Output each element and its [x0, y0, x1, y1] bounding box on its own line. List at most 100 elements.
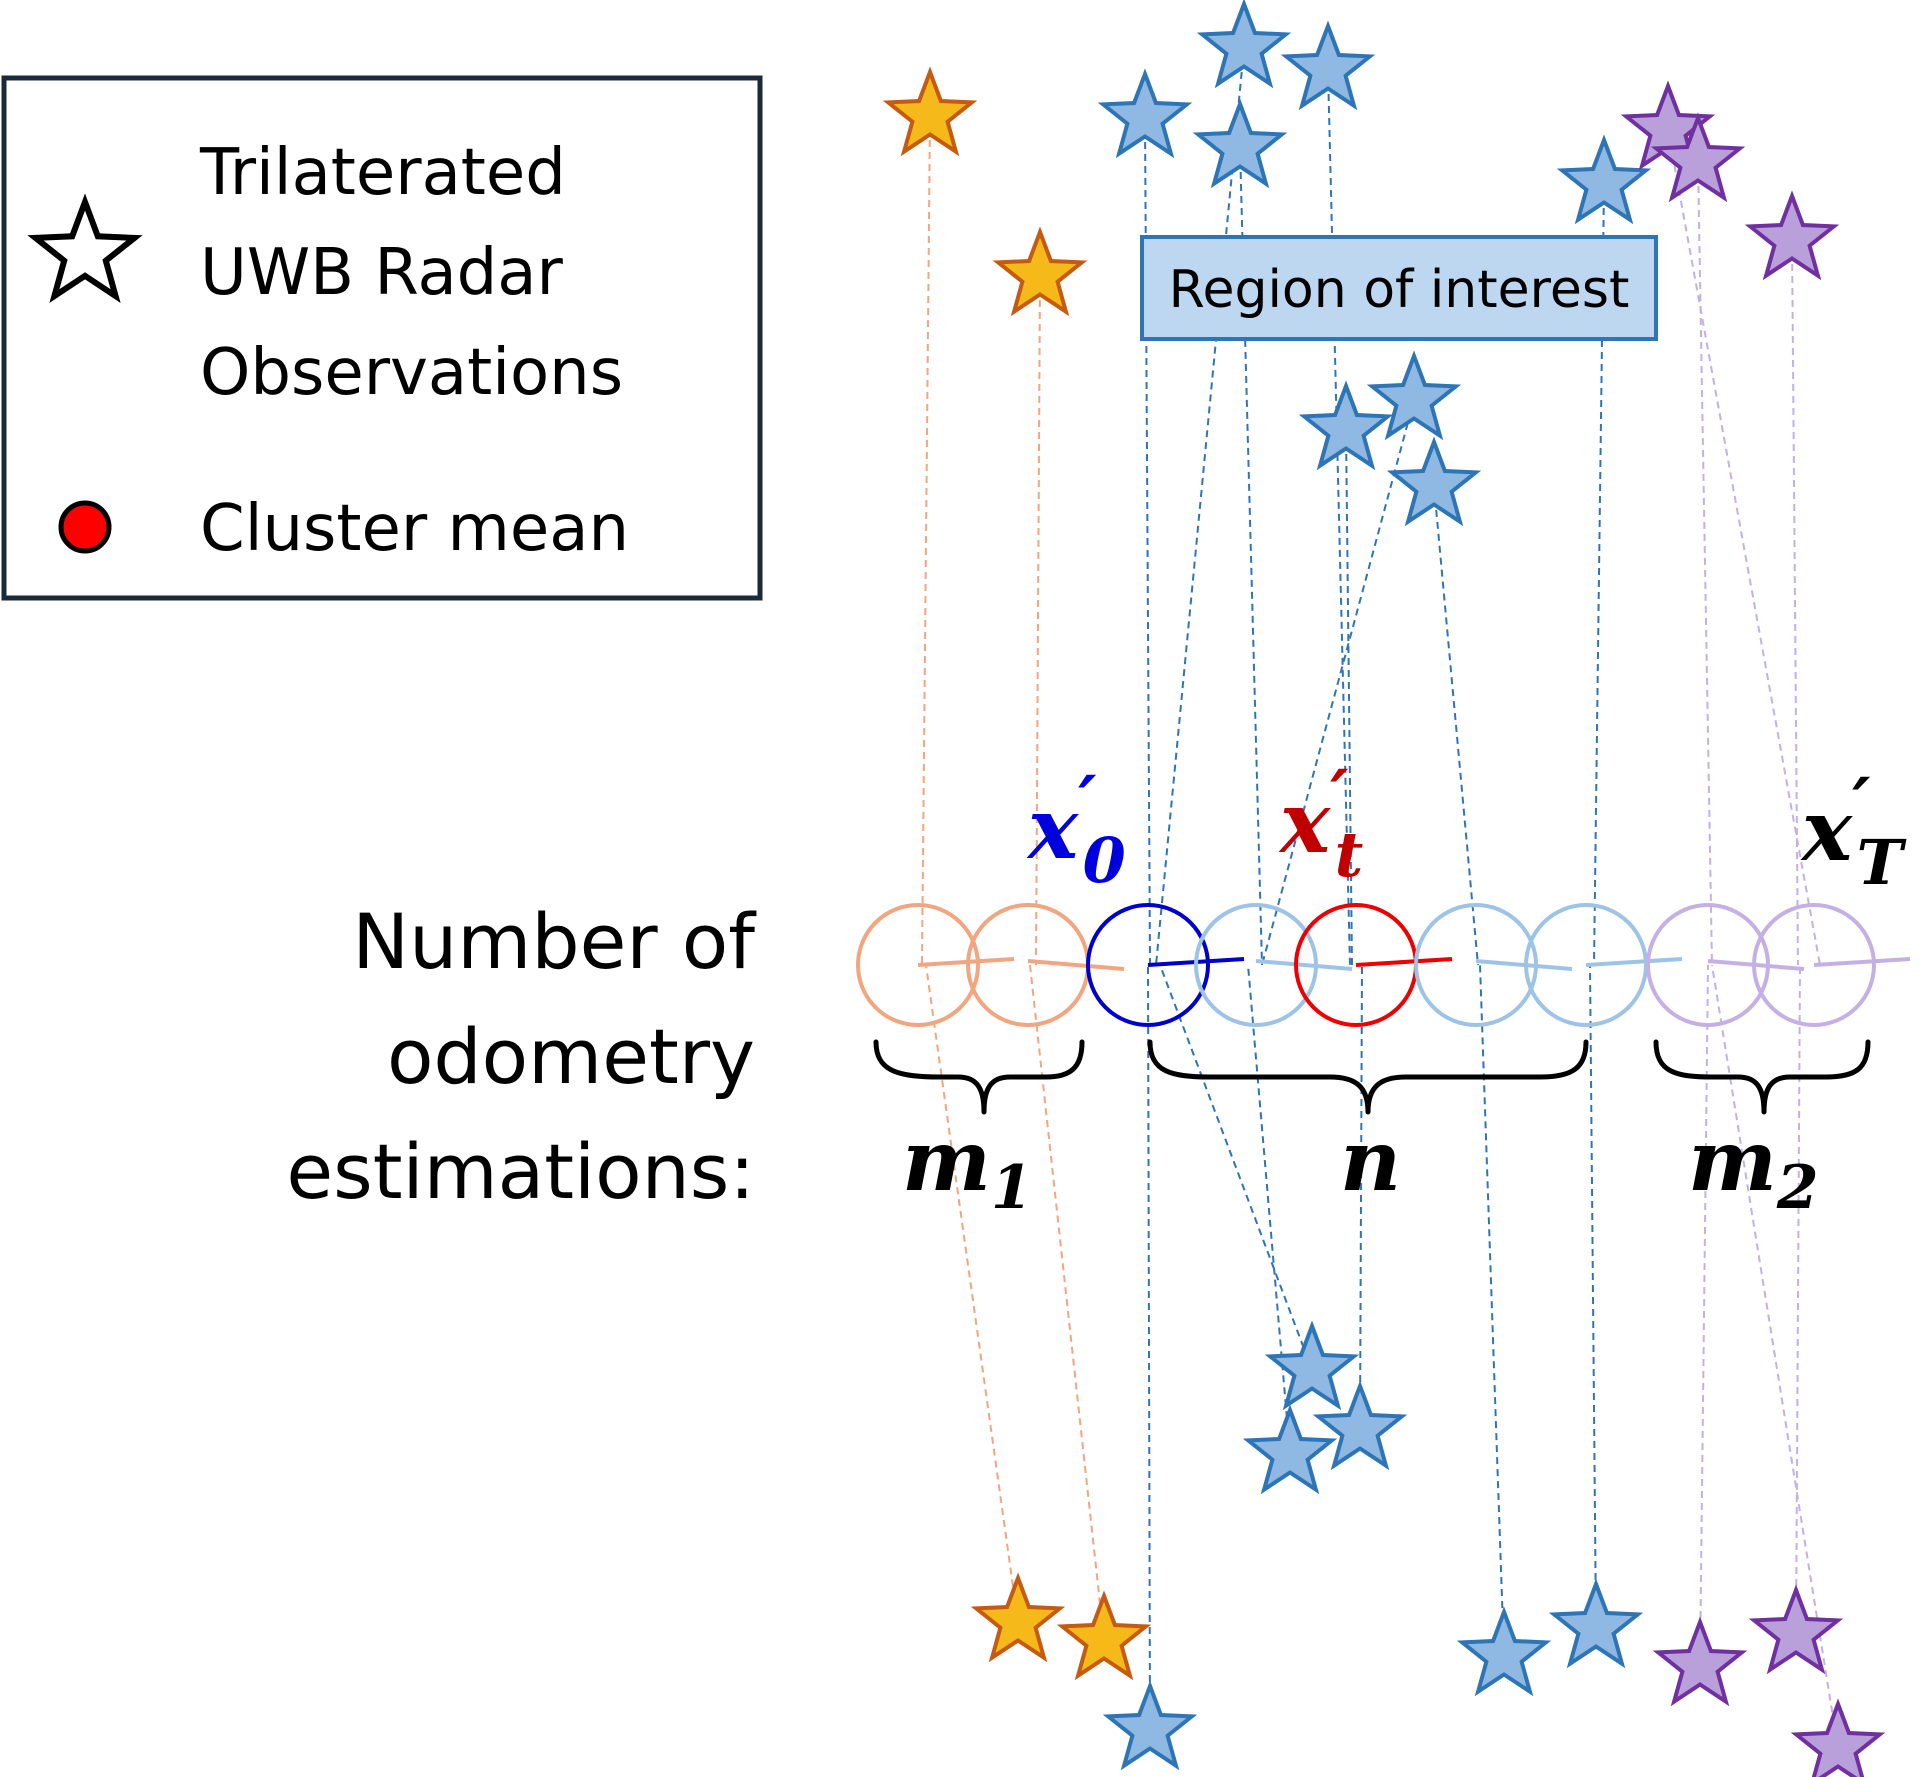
brace-label-n: n — [1340, 1111, 1401, 1210]
legend: Trilaterated UWB Radar Observations Clus… — [1, 75, 763, 601]
association-line-orange-2 — [1035, 275, 1041, 966]
star-purple-23 — [1748, 1584, 1844, 1675]
association-lines — [921, 47, 1839, 1749]
brace-m1 — [873, 1039, 1085, 1115]
association-line-orange-4 — [1029, 964, 1105, 1641]
row-title-line-3: estimations: — [286, 1127, 755, 1216]
pose-blue-2 — [1414, 903, 1573, 1027]
row-title: Number of odometry estimations: — [286, 897, 757, 1216]
association-line-purple-20 — [1697, 161, 1713, 966]
pose-orange-1-heading — [917, 957, 1015, 967]
pose-label-x0-sub: 0 — [1083, 824, 1126, 897]
pose-orange-1-circle — [856, 903, 980, 1027]
braces — [873, 1039, 1871, 1115]
legend-frame — [1, 75, 763, 601]
star-blue-7 — [1192, 98, 1288, 189]
pose-label-x0: x′0 — [1026, 760, 1126, 897]
pose-purple-2-circle — [1752, 903, 1876, 1027]
pose-label-xT: x′T — [1800, 762, 1907, 899]
association-line-orange-3 — [925, 964, 1019, 1623]
star-orange-2 — [992, 226, 1088, 317]
star-blue-17 — [1456, 1606, 1552, 1697]
pose-orange-2-heading — [1027, 959, 1125, 971]
association-line-blue-5 — [1144, 117, 1151, 966]
star-blue-13 — [1264, 1320, 1360, 1411]
legend-star-label-line-3: Observations — [200, 336, 623, 410]
association-line-blue-11 — [1261, 399, 1415, 966]
star-blue-18 — [1548, 1578, 1644, 1669]
red-dot-icon — [58, 500, 112, 554]
association-line-blue-8 — [1327, 69, 1351, 966]
legend-mean-label: Cluster mean — [200, 492, 629, 566]
brace-label-m2-base: m — [1688, 1111, 1777, 1210]
star-blue-15 — [1312, 1380, 1408, 1471]
association-line-blue-14 — [1247, 964, 1291, 1455]
brace-label-m1-sub: 1 — [991, 1153, 1033, 1223]
pose-purple-2 — [1752, 903, 1911, 1027]
pose-purple-2-heading — [1813, 957, 1911, 967]
association-line-blue-15 — [1359, 964, 1363, 1431]
pose-x0-circle — [1086, 903, 1210, 1027]
star-purple-20 — [1650, 112, 1746, 203]
region-of-interest-box — [1140, 235, 1658, 341]
pose-label-x0-base: x — [1026, 779, 1079, 878]
association-line-purple-23 — [1795, 964, 1801, 1635]
legend-star-label-line-1: Trilaterated — [199, 136, 566, 210]
star-blue-6 — [1196, 0, 1292, 89]
association-line-blue-9 — [1593, 183, 1605, 966]
pose-blue-1 — [1194, 903, 1353, 1027]
brace-label-m2: m2 — [1688, 1111, 1819, 1223]
pose-purple-1 — [1646, 903, 1805, 1027]
association-line-blue-10 — [1345, 429, 1353, 966]
star-blue-10 — [1298, 380, 1394, 471]
association-line-blue-6 — [1155, 47, 1245, 966]
pose-label-xt-prime: ′ — [1330, 754, 1349, 837]
odometry-poses — [856, 903, 1911, 1027]
pose-label-xt: x′t — [1278, 754, 1364, 891]
pose-label-xT-prime: ′ — [1852, 762, 1871, 845]
star-blue-11 — [1366, 350, 1462, 441]
brace-m2 — [1653, 1039, 1871, 1115]
pose-label-xt-sub: t — [1335, 818, 1364, 891]
row-title-line-2: odometry — [387, 1012, 755, 1101]
star-purple-21 — [1744, 190, 1840, 281]
brace-label-m2-sub: 2 — [1776, 1153, 1819, 1223]
brace-label-m1-base: m — [902, 1111, 991, 1210]
association-line-blue-13 — [1159, 964, 1313, 1371]
star-outline-icon — [27, 193, 143, 304]
row-title-line-1: Number of — [352, 897, 757, 986]
pose-blue-3 — [1524, 903, 1683, 1027]
pose-label-xT-sub: T — [1857, 826, 1907, 899]
star-blue-12 — [1386, 436, 1482, 527]
uwb-observations — [882, 0, 1886, 1777]
pose-blue-3-heading — [1585, 957, 1683, 967]
region-of-interest-label: Region of interest — [1169, 260, 1630, 320]
star-orange-1 — [882, 66, 978, 157]
association-line-blue-17 — [1479, 964, 1505, 1657]
region-of-interest: Region of interest — [1140, 235, 1658, 341]
pose-label-x0-prime: ′ — [1078, 760, 1097, 843]
association-line-purple-22 — [1699, 964, 1709, 1667]
pose-orange-1 — [856, 903, 1015, 1027]
star-blue-5 — [1097, 68, 1193, 159]
association-line-blue-18 — [1589, 964, 1597, 1629]
star-blue-9 — [1556, 134, 1652, 225]
pose-label-xt-base: x — [1278, 773, 1331, 872]
star-orange-3 — [970, 1572, 1066, 1663]
association-line-purple-21 — [1791, 239, 1799, 966]
pose-xt-heading — [1355, 957, 1453, 967]
pose-orange-2 — [966, 903, 1125, 1027]
star-blue-8 — [1280, 20, 1376, 111]
star-blue-16 — [1102, 1680, 1198, 1771]
brace-label-m1: m1 — [902, 1111, 1033, 1223]
association-line-blue-16 — [1147, 964, 1151, 1731]
association-line-blue-12 — [1433, 485, 1479, 966]
legend-star-label-line-2: UWB Radar — [200, 236, 564, 310]
association-line-purple-19 — [1667, 129, 1821, 966]
pose-blue-1-heading — [1255, 959, 1353, 971]
star-blue-14 — [1242, 1404, 1338, 1495]
association-line-orange-1 — [921, 115, 931, 966]
star-purple-24 — [1790, 1698, 1886, 1777]
pose-x0 — [1086, 903, 1245, 1027]
